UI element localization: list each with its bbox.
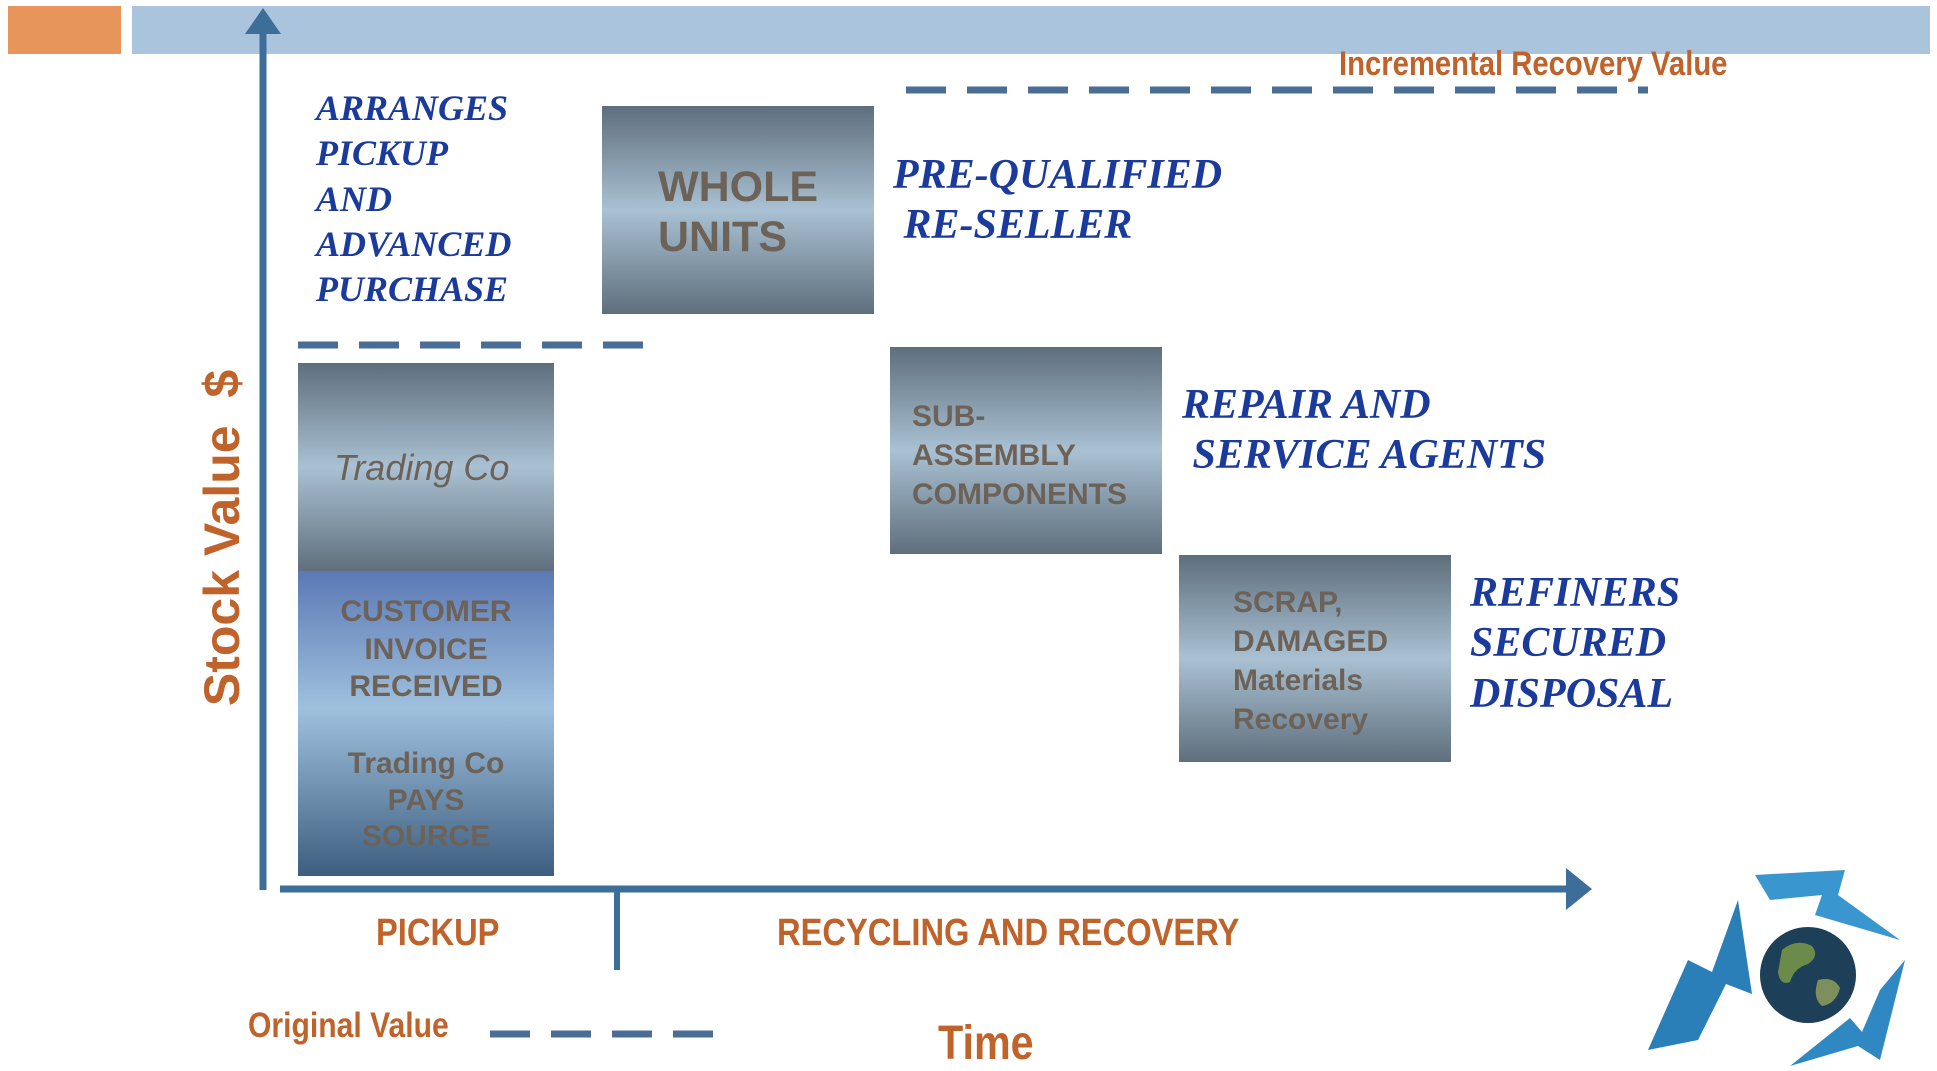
prequalified-reseller-label: PRE-QUALIFIED RE-SELLER: [893, 152, 1223, 249]
y-axis-label: Stock Value $: [193, 370, 251, 706]
trading-co-pays-label: Trading Co PAYS SOURCE: [347, 747, 505, 854]
recycle-globe-icon: [1648, 870, 1905, 1066]
trading-co-box: Trading Co: [298, 363, 554, 571]
scrap-box: SCRAP, DAMAGED Materials Recovery: [1179, 555, 1451, 762]
original-value-text: Original Value: [248, 1006, 449, 1045]
trading-co-top-label: Trading Co: [334, 447, 510, 488]
customer-invoice-label: CUSTOMER INVOICE RECEIVED: [340, 595, 512, 703]
y-axis-arrow: [245, 8, 281, 34]
repair-service-label: REPAIR AND SERVICE AGENTS: [1182, 382, 1547, 479]
sub-assembly-box: SUB- ASSEMBLY COMPONENTS: [890, 347, 1162, 554]
original-value-label: Original Value: [248, 1006, 481, 1046]
arranges-pickup-text: ARRANGES PICKUP AND ADVANCED PURCHASE: [316, 88, 512, 310]
incremental-value-label: Incremental Recovery Value: [1339, 45, 1791, 84]
recycling-recovery-text: RECYCLING AND RECOVERY: [777, 912, 1240, 954]
recycling-recovery-label: RECYCLING AND RECOVERY: [777, 912, 1315, 955]
whole-units-box: WHOLE UNITS: [602, 106, 874, 314]
header-orange-block: [8, 6, 121, 54]
whole-units-label: WHOLE UNITS: [658, 163, 819, 262]
y-axis-label-text: Stock Value $: [194, 369, 250, 707]
sub-assembly-label: SUB- ASSEMBLY COMPONENTS: [912, 400, 1128, 511]
x-axis-label-text: Time: [938, 1017, 1034, 1070]
scrap-label: SCRAP, DAMAGED Materials Recovery: [1233, 586, 1388, 736]
refiners-disposal-label: REFINERS SECURED DISPOSAL: [1470, 570, 1681, 717]
pickup-label-text: PICKUP: [376, 912, 500, 954]
x-axis-arrow: [1566, 868, 1592, 910]
pickup-label: PICKUP: [376, 912, 520, 955]
header-band: [132, 6, 1930, 54]
customer-invoice-box: CUSTOMER INVOICE RECEIVED Trading Co PAY…: [298, 571, 554, 876]
incremental-value-text: Incremental Recovery Value: [1339, 45, 1728, 83]
x-axis-label: Time: [938, 1016, 1049, 1071]
